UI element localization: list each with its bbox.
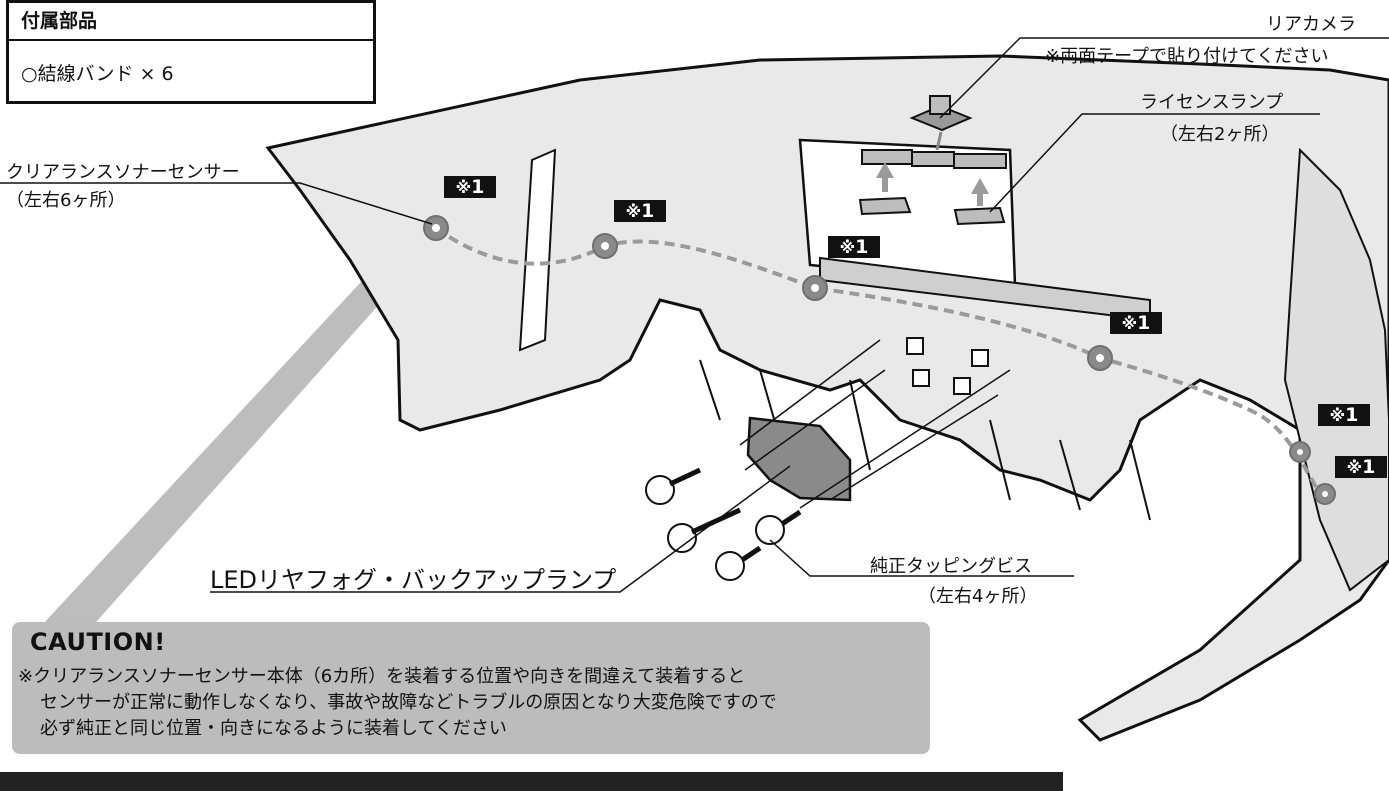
label-rear-camera-note: ※両面テープで貼り付けてください (1045, 46, 1329, 67)
label-screw: 純正タッピングビス (870, 556, 1032, 577)
label-rear-camera: リアカメラ (1266, 14, 1356, 35)
marker-symbol: ※ (455, 178, 472, 197)
marker-symbol: ※ (839, 238, 856, 257)
accessories-title: 付属部品 (9, 3, 373, 41)
marker-badge: ※1 (1110, 312, 1162, 334)
label-license-lamp: ライセンスランプ (1140, 92, 1284, 113)
accessories-item: ○結線バンド × 6 (21, 63, 174, 85)
screws (645, 475, 785, 581)
caution-line: センサーが正常に動作しなくなり、事故や故障などトラブルの原因となり大変危険ですの… (40, 692, 777, 713)
marker-number: 1 (855, 236, 869, 258)
label-sonar-sensor: クリアランスソナーセンサー (6, 162, 240, 183)
marker-symbol: ※ (1346, 458, 1363, 477)
up-arrows (876, 162, 989, 206)
mounting-clips (906, 337, 989, 395)
marker-number: 1 (641, 200, 655, 222)
fog-lamp-unit (746, 416, 852, 502)
accessories-box: 付属部品 ○結線バンド × 6 (6, 0, 376, 104)
marker-number: 1 (1137, 312, 1151, 334)
caution-line: ※クリアランスソナーセンサー本体（6カ所）を装着する位置や向きを間違えて装着する… (18, 666, 746, 687)
label-license-lamp-count: （左右2ヶ所） (1160, 124, 1280, 145)
marker-symbol: ※ (1329, 406, 1346, 425)
label-fog-lamp: LEDリヤフォグ・バックアップランプ (210, 566, 617, 594)
caution-line: 必ず純正と同じ位置・向きになるように装着してください (40, 718, 507, 739)
caution-box: CAUTION! ※クリアランスソナーセンサー本体（6カ所）を装着する位置や向き… (12, 622, 930, 754)
label-sonar-sensor-count: （左右6ヶ所） (6, 190, 126, 211)
sonar-sensor-holes (432, 224, 1328, 497)
marker-badge: ※1 (828, 236, 880, 258)
sonar-callout-beam (28, 236, 440, 640)
bumper-left-slit (518, 148, 557, 352)
marker-badge: ※1 (444, 176, 496, 198)
marker-badge: ※1 (1318, 404, 1370, 426)
marker-badge: ※1 (614, 200, 666, 222)
marker-number: 1 (1362, 456, 1376, 478)
license-lamp-slots (861, 149, 1007, 169)
marker-number: 1 (471, 176, 485, 198)
footer-bar (0, 772, 1063, 791)
marker-number: 1 (1345, 404, 1359, 426)
license-lamp-parts (858, 196, 1006, 226)
caution-title: CAUTION! (30, 628, 166, 656)
marker-symbol: ※ (1121, 314, 1138, 333)
label-screw-count: （左右4ヶ所） (918, 586, 1038, 607)
marker-symbol: ※ (625, 202, 642, 221)
marker-badge: ※1 (1335, 456, 1387, 478)
leader-lines (0, 37, 1389, 593)
